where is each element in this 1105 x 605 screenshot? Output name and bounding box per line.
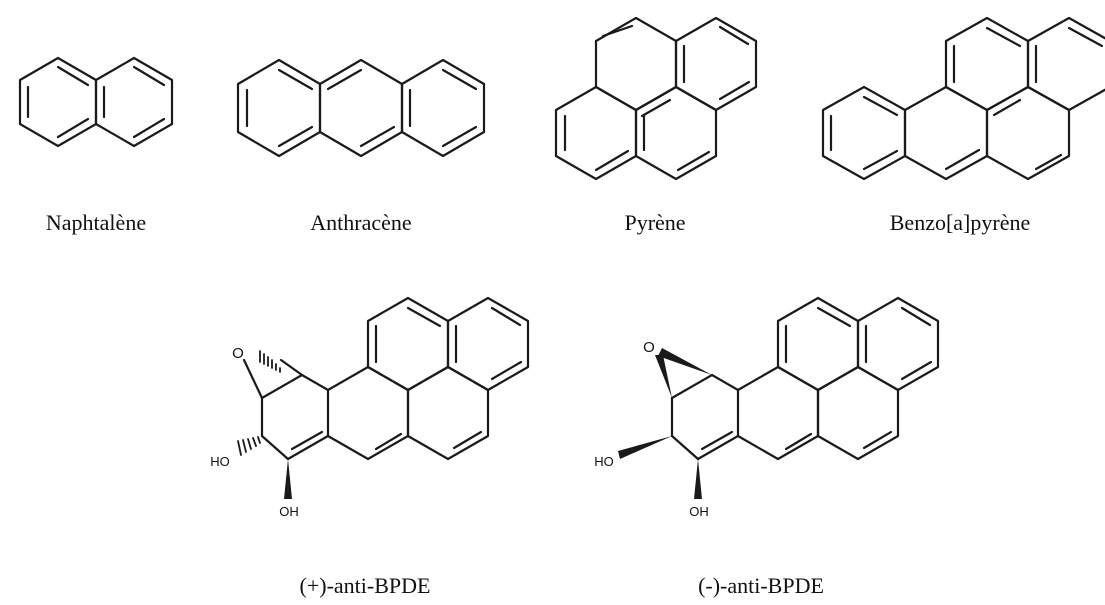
plus-bpde-hydroxyl-bottom: OH bbox=[279, 504, 299, 519]
plus-bpde-structure bbox=[237, 296, 530, 499]
naphthalene-structure bbox=[18, 56, 174, 148]
benzopyrene-name: Benzo[a]pyrène bbox=[890, 210, 1030, 235]
pyrene-name: Pyrène bbox=[624, 210, 685, 235]
plus-bpde-hydroxyl-left: HO bbox=[210, 454, 230, 469]
minus-bpde-name: (-)-anti-BPDE bbox=[698, 573, 824, 598]
anthracene-name: Anthracène bbox=[310, 210, 411, 235]
plus-bpde-epoxide-o: O bbox=[232, 345, 244, 362]
minus-bpde-hydroxyl-left: HO bbox=[594, 454, 614, 469]
pyrene-structure bbox=[554, 16, 758, 181]
plus-bpde-name: (+)-anti-BPDE bbox=[300, 573, 431, 598]
anthracene-structure bbox=[236, 58, 486, 158]
minus-bpde-hydroxyl-bottom: OH bbox=[689, 504, 709, 519]
minus-bpde-structure bbox=[618, 296, 940, 499]
naphthalene-name: Naphtalène bbox=[46, 210, 146, 235]
benzopyrene-structure bbox=[821, 16, 1105, 181]
minus-bpde-epoxide-o: O bbox=[643, 339, 655, 356]
